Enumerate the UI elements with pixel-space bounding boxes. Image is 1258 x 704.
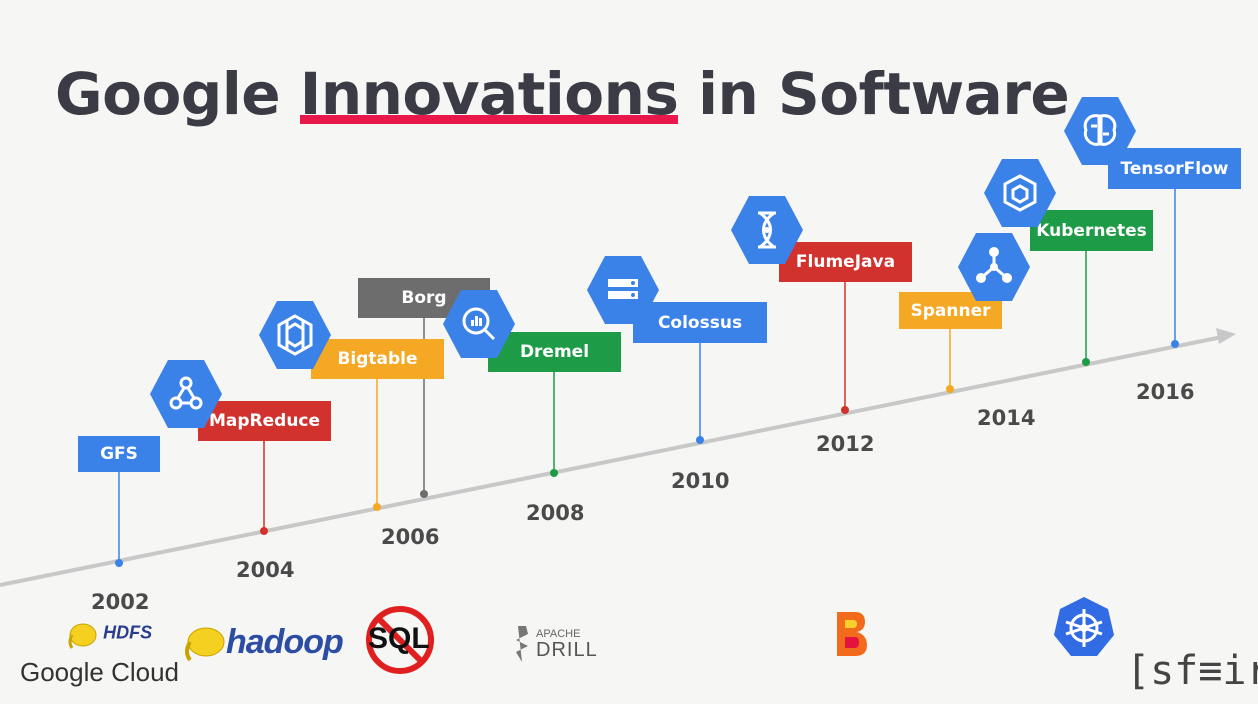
dataflow-icon — [730, 193, 804, 267]
bigquery-icon — [442, 287, 516, 361]
dot-tensorflow — [1171, 340, 1179, 348]
kubernetes-helm-icon — [1054, 597, 1114, 656]
title-part1: Google — [55, 60, 300, 128]
year-2016: 2016 — [1136, 380, 1195, 404]
beam-icon — [837, 612, 867, 656]
nosql-logo: SQL — [364, 604, 436, 676]
year-2006: 2006 — [381, 525, 440, 549]
dot-gfs — [115, 559, 123, 567]
mapreduce-icon — [149, 357, 223, 431]
hadoop-logo-text: hadoop — [226, 622, 344, 661]
label-bigtable: Bigtable — [311, 339, 444, 379]
dot-dremel — [550, 469, 558, 477]
title-highlight: Innovations — [299, 60, 679, 128]
elephant-icon — [68, 623, 97, 649]
dot-borg — [420, 490, 428, 498]
spanner-icon — [957, 230, 1031, 304]
machine-learning-icon — [1063, 94, 1137, 168]
hdfs-logo-text: HDFS — [103, 622, 153, 643]
dot-bigtable — [373, 503, 381, 511]
year-2012: 2012 — [816, 432, 875, 456]
beam-logo — [833, 610, 869, 662]
bigtable-icon — [258, 298, 332, 372]
dot-kubernetes — [1082, 358, 1090, 366]
sfeir-logo: [sf≡ir] — [1126, 648, 1258, 694]
label-flumejava: FlumeJava — [779, 242, 912, 282]
sql-logo-text: SQL — [368, 622, 430, 655]
hdfs-logo: HDFS — [66, 618, 152, 650]
year-2014: 2014 — [977, 406, 1036, 430]
label-spanner: Spanner — [899, 292, 1002, 329]
label-colossus: Colossus — [633, 302, 767, 343]
year-2010: 2010 — [671, 469, 730, 493]
title-part2: in Software — [678, 60, 1070, 128]
timeline-axis — [0, 335, 1223, 587]
year-2008: 2008 — [526, 501, 585, 525]
drill-logo-text-top: APACHE — [536, 627, 581, 640]
dot-mapreduce — [260, 527, 268, 535]
prohibited-icon — [366, 606, 434, 674]
year-2002: 2002 — [91, 590, 150, 614]
timeline-arrowhead — [1216, 328, 1236, 344]
label-tensorflow: TensorFlow — [1108, 148, 1241, 189]
apache-drill-logo: APACHE DRILL — [512, 624, 598, 664]
dot-flumejava — [841, 406, 849, 414]
kubernetes-logo — [1052, 595, 1116, 663]
label-mapreduce: MapReduce — [198, 401, 331, 441]
label-dremel: Dremel — [488, 332, 621, 372]
label-gfs: GFS — [78, 436, 160, 472]
storage-icon — [586, 253, 660, 327]
dot-spanner — [946, 385, 954, 393]
hadoop-logo: hadoop — [182, 622, 344, 662]
drill-logo-text-bottom: DRILL — [536, 638, 598, 661]
year-2004: 2004 — [236, 558, 295, 582]
drill-bit-icon — [516, 626, 528, 662]
slide-title: Google Innovations in Software — [55, 60, 1070, 128]
label-kubernetes: Kubernetes — [1030, 210, 1153, 251]
container-engine-icon — [983, 156, 1057, 230]
elephant-icon — [185, 627, 225, 662]
google-cloud-logo: Google Cloud — [20, 657, 179, 687]
dot-colossus — [696, 436, 704, 444]
